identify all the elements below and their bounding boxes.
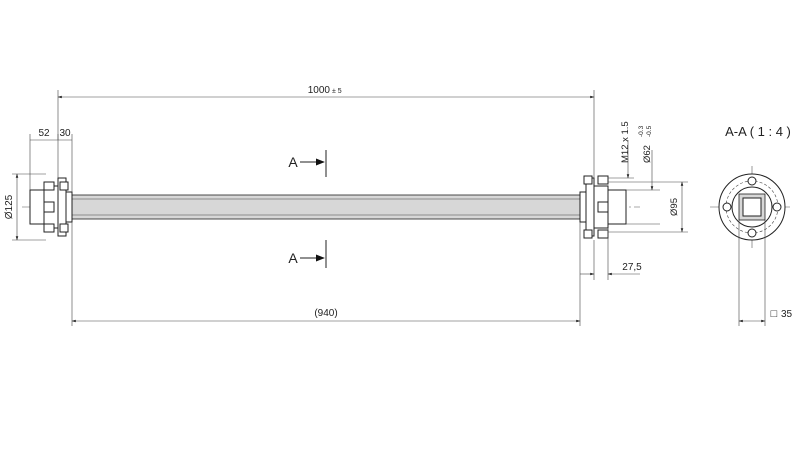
pitch-circle-label: Ø95 <box>669 198 680 216</box>
left-hub-bolt-bottom <box>59 223 69 233</box>
right-hub-nut-top <box>597 175 609 185</box>
dim-flange-diameter: Ø125 <box>4 173 46 241</box>
overall-tolerance-label: ± 5 <box>332 88 342 95</box>
section-square-inner <box>742 197 762 217</box>
section-bolt-bottom <box>747 228 757 238</box>
square-size-label: 35 <box>781 309 793 320</box>
section-view-title: A-A ( 1 : 4 ) <box>725 124 791 139</box>
pilot-diameter-label: Ø62 <box>642 145 653 163</box>
left-hub-nut-bottom <box>43 223 55 233</box>
left-hub-bolt-top <box>59 181 69 191</box>
left-hub-nut-top <box>43 181 55 191</box>
left-hub <box>29 177 73 237</box>
flange-diameter-label: Ø125 <box>4 194 15 219</box>
right-hub-cap <box>607 189 627 225</box>
dim-tube-length: (940) <box>71 222 581 326</box>
dim-hub-details: M12 x 1.5 Ø62 -0.3 -0.5 Ø95 27,5 <box>580 121 688 280</box>
pilot-tol-upper: -0.3 <box>638 125 645 137</box>
right-hub-bolt-top <box>583 175 593 185</box>
section-bolt-top <box>747 176 757 186</box>
square-symbol: □ <box>771 308 778 320</box>
overall-length-label: 1000 <box>308 85 331 96</box>
section-marker-top: A <box>288 154 298 170</box>
right-hub-nut-bottom <box>597 229 609 239</box>
section-bolt-left <box>722 202 732 212</box>
dim-hub-offsets: 52 30 <box>29 128 73 192</box>
right-hub-bolt-bottom <box>583 229 593 239</box>
tube-length-label: (940) <box>314 308 337 319</box>
axle-tube <box>69 194 583 220</box>
section-bolt-right <box>772 202 782 212</box>
section-marker-bottom: A <box>288 250 298 266</box>
right-hub <box>579 175 627 239</box>
hub-length-label: 27,5 <box>622 262 642 273</box>
pilot-tol-lower: -0.5 <box>646 125 653 137</box>
section-cut-markers: A A <box>288 150 327 268</box>
left-hub-neck <box>65 191 73 223</box>
right-hub-flange <box>585 177 595 237</box>
hub-offset-30: 30 <box>59 128 71 139</box>
right-hub-neck <box>579 191 587 223</box>
left-hub-cap <box>29 189 45 225</box>
axle-side-view <box>22 175 640 239</box>
right-hub-nut-mid <box>597 201 609 213</box>
bolt-thread-label: M12 x 1.5 <box>620 121 631 163</box>
hub-offset-52: 52 <box>38 128 50 139</box>
left-hub-nut-mid <box>43 201 55 213</box>
section-view-a-a: A-A ( 1 : 4 ) □ 35 <box>710 124 793 326</box>
dim-overall-length: 1000 ± 5 <box>57 85 595 178</box>
